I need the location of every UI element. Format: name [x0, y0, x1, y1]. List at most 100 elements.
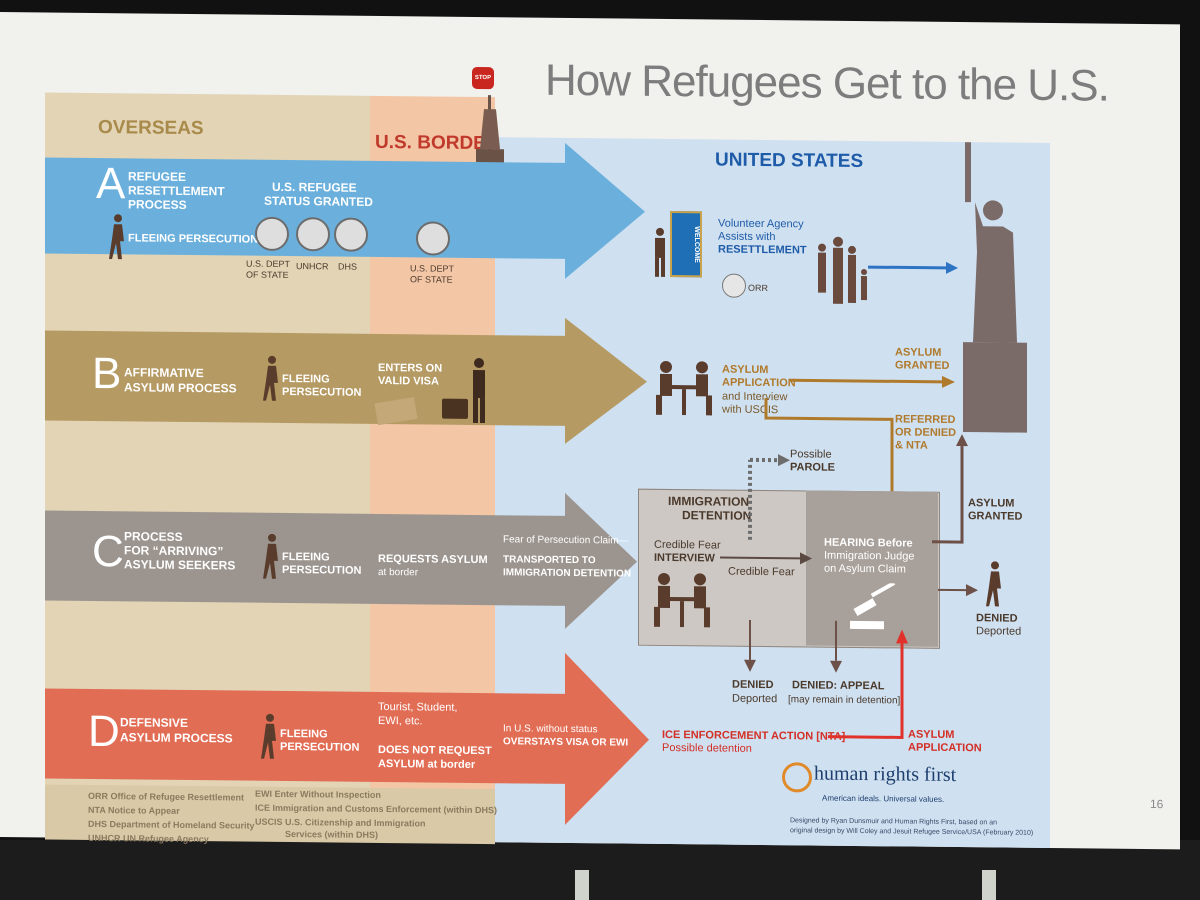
process-c-border-line1: REQUESTS ASYLUM: [378, 552, 488, 567]
process-b-fleeing-line2: PERSECUTION: [282, 385, 362, 399]
dhs-seal-icon: [334, 217, 368, 252]
statue-of-liberty-icon: [963, 142, 1027, 433]
process-d-app-line1: ASYLUM: [908, 728, 955, 741]
floor-post: [575, 870, 589, 900]
standing-person-icon: [655, 227, 665, 277]
detention-label-line2: DETENTION: [682, 508, 752, 523]
ice-to-hearing-arrow-icon: [828, 629, 908, 739]
parole-arrow-icon: [748, 454, 790, 540]
dept-of-state-seal-icon: [255, 216, 289, 252]
process-c-denied-right-line1: DENIED: [976, 612, 1018, 625]
process-b-referred-line1: REFERRED: [895, 413, 956, 427]
fleeing-person-icon: [109, 214, 124, 260]
stop-sign-icon: STOP: [472, 66, 494, 90]
process-d-app-line2: APPLICATION: [908, 741, 982, 755]
appeal-down-arrow-icon: [830, 620, 842, 673]
logo-tagline: American ideals. Universal values.: [822, 793, 945, 804]
orr-seal-icon: [722, 273, 746, 298]
credible-fear-arrow-icon: [720, 552, 812, 565]
process-d-name-line1: DEFENSIVE: [120, 715, 189, 730]
denied-right-arrow-icon: [938, 584, 978, 597]
process-c-letter: C: [92, 526, 124, 577]
process-b-arrowhead: [565, 317, 647, 445]
agency-label-line1: Volunteer Agency: [718, 217, 804, 231]
agency-label-line2: Assists with: [718, 230, 776, 244]
process-c-name-line2: FOR “ARRIVING”: [124, 543, 224, 559]
process-c-name-line1: PROCESS: [124, 529, 183, 544]
fleeing-person-icon: [263, 533, 278, 579]
suitcase-icon: [442, 398, 468, 419]
denied-down-arrow-icon: [744, 619, 756, 672]
process-d-letter: D: [88, 706, 120, 757]
process-a-status-line2: STATUS GRANTED: [264, 193, 373, 209]
floor: [0, 840, 1200, 900]
process-c-granted-line1: ASYLUM: [968, 497, 1015, 510]
process-c-denied-bottom-line1: DENIED: [732, 678, 774, 692]
process-d-border-line2: EWI, etc.: [378, 714, 423, 728]
gavel-icon: [850, 582, 896, 630]
family-group-icon: [818, 236, 867, 304]
process-d-border-line4: ASYLUM at border: [378, 757, 476, 771]
process-b-app-line1: ASYLUM: [722, 363, 769, 377]
process-c-name-line3: ASYLUM SEEKERS: [124, 557, 236, 573]
seal-dhs-label: DHS: [338, 261, 358, 272]
page-number: 16: [1150, 797, 1164, 812]
asylum-granted-arrow-icon: [790, 375, 955, 388]
process-b-granted-line1: ASYLUM: [895, 346, 942, 359]
interview-label-line2: INTERVIEW: [654, 551, 715, 565]
welcome-door-icon: WELCOME: [670, 211, 702, 278]
process-b-name-line2: ASYLUM PROCESS: [124, 380, 237, 396]
resettlement-arrow-icon: [868, 261, 958, 274]
process-c-claim-line3: IMMIGRATION DETENTION: [503, 567, 632, 580]
process-a-name-line2: RESETTLEMENT: [128, 183, 225, 199]
credible-fear-label: Credible Fear: [728, 565, 795, 579]
process-c-fleeing-line2: PERSECUTION: [282, 563, 362, 577]
overseas-heading: OVERSEAS: [98, 117, 204, 140]
detention-label-line1: IMMIGRATION: [668, 493, 750, 509]
traveler-person-icon: [473, 358, 485, 424]
process-d-fleeing-line2: PERSECUTION: [280, 740, 360, 754]
interview-table-icon: [654, 572, 710, 628]
process-d-name-line2: ASYLUM PROCESS: [120, 730, 233, 746]
process-b-letter: B: [92, 348, 122, 399]
process-d-status-line2: OVERSTAYS VISA OR EWI: [503, 736, 629, 749]
process-a-name-line1: REFUGEE: [128, 169, 187, 184]
interview-table-icon: [656, 360, 712, 416]
process-c-granted-line2: GRANTED: [968, 510, 1023, 523]
parole-label-line1: Possible: [790, 448, 832, 461]
process-b-name-line1: AFFIRMATIVE: [124, 365, 204, 381]
glossary-item-ewi: EWI Enter Without Inspection: [255, 788, 381, 800]
process-a-status-line1: U.S. REFUGEE: [272, 179, 357, 195]
process-b-border-line2: VALID VISA: [378, 374, 439, 388]
interview-label-line1: Credible Fear: [654, 538, 721, 552]
glossary-item-uscis-continued: Services (within DHS): [285, 828, 379, 840]
process-c-border-line2: at border: [378, 566, 419, 579]
floor-post: [982, 870, 996, 900]
process-d-border-line1: Tourist, Student,: [378, 700, 458, 714]
parole-label-line2: PAROLE: [790, 461, 836, 474]
ice-action-line2: Possible detention: [662, 741, 752, 755]
agency-label-line3: RESETTLEMENT: [718, 243, 807, 257]
projection-screen: How Refugees Get to the U.S. OVERSEAS U.…: [0, 12, 1180, 850]
orr-label: ORR: [748, 282, 768, 294]
border-dept-of-state-seal-icon: [416, 221, 450, 256]
process-a-fleeing: FLEEING PERSECUTION: [128, 232, 259, 246]
process-c-denied-bottom-line2: Deported: [732, 692, 778, 706]
border-seal-label-line2: OF STATE: [410, 274, 453, 285]
seal-unhcr-label: UNHCR: [296, 261, 329, 272]
process-a-name-line3: PROCESS: [128, 197, 187, 212]
hearing-label-line2: Immigration Judge: [824, 549, 915, 563]
process-b-granted-line2: GRANTED: [895, 359, 950, 372]
hearing-label-line3: on Asylum Claim: [824, 562, 906, 576]
unhcr-seal-icon: [296, 217, 330, 252]
process-b-app-line2: APPLICATION: [722, 376, 796, 390]
seal-state-label-line2: OF STATE: [246, 269, 289, 281]
process-a-letter: A: [96, 159, 126, 209]
glossary-item-nta: NTA Notice to Appear: [88, 804, 180, 816]
process-c-denied-right-line2: Deported: [976, 625, 1022, 638]
page-title: How Refugees Get to the U.S.: [545, 55, 1109, 111]
logo-name: human rights first: [814, 762, 957, 787]
glossary-item-uscis: USCIS U.S. Citizenship and Immigration: [255, 816, 426, 829]
process-c-claim-line1: Fear of Persecution Claim—: [503, 534, 629, 547]
glossary-item-orr: ORR Office of Refugee Resettlement: [88, 790, 245, 803]
